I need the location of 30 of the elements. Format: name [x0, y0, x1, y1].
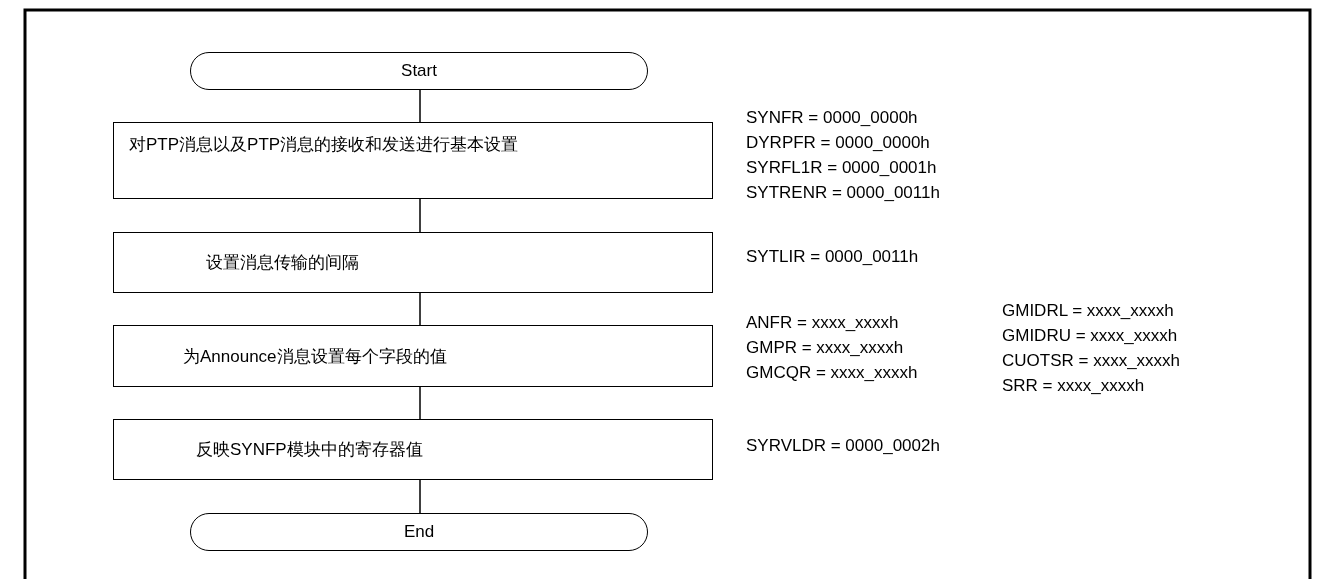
step-label: 设置消息传输的间隔	[206, 253, 359, 273]
register-setting: SYRVLDR = 0000_0002h	[746, 436, 940, 456]
process-box	[113, 325, 713, 387]
step-label: 对PTP消息以及PTP消息的接收和发送进行基本设置	[129, 135, 519, 155]
terminal-box	[190, 513, 648, 551]
process-box	[113, 232, 713, 293]
register-setting: SYTRENR = 0000_0011h	[746, 183, 940, 203]
register-setting: SYNFR = 0000_0000h	[746, 108, 918, 128]
connector-line	[419, 89, 421, 123]
step-label: 反映SYNFP模块中的寄存器值	[196, 440, 423, 460]
register-setting: DYRPFR = 0000_0000h	[746, 133, 930, 153]
register-setting: ANFR = xxxx_xxxxh	[746, 313, 899, 333]
connector-line	[419, 386, 421, 420]
process-box	[113, 419, 713, 480]
step-label: 为Announce消息设置每个字段的值	[183, 347, 447, 367]
register-setting: SYRFL1R = 0000_0001h	[746, 158, 937, 178]
register-setting: GMIDRU = xxxx_xxxxh	[1002, 326, 1178, 346]
register-setting: GMCQR = xxxx_xxxxh	[746, 363, 918, 383]
connector-line	[419, 479, 421, 514]
connector-line	[419, 292, 421, 326]
register-setting: SRR = xxxx_xxxxh	[1002, 376, 1145, 396]
register-setting: SYTLIR = 0000_0011h	[746, 247, 919, 267]
register-setting: GMIDRL = xxxx_xxxxh	[1002, 301, 1174, 321]
connector-line	[419, 198, 421, 233]
terminal-box	[190, 52, 648, 90]
register-setting: CUOTSR = xxxx_xxxxh	[1002, 351, 1181, 371]
register-setting: GMPR = xxxx_xxxxh	[746, 338, 904, 358]
process-box	[113, 122, 713, 199]
terminal-label: End	[402, 521, 436, 542]
terminal-label: Start	[400, 60, 438, 81]
